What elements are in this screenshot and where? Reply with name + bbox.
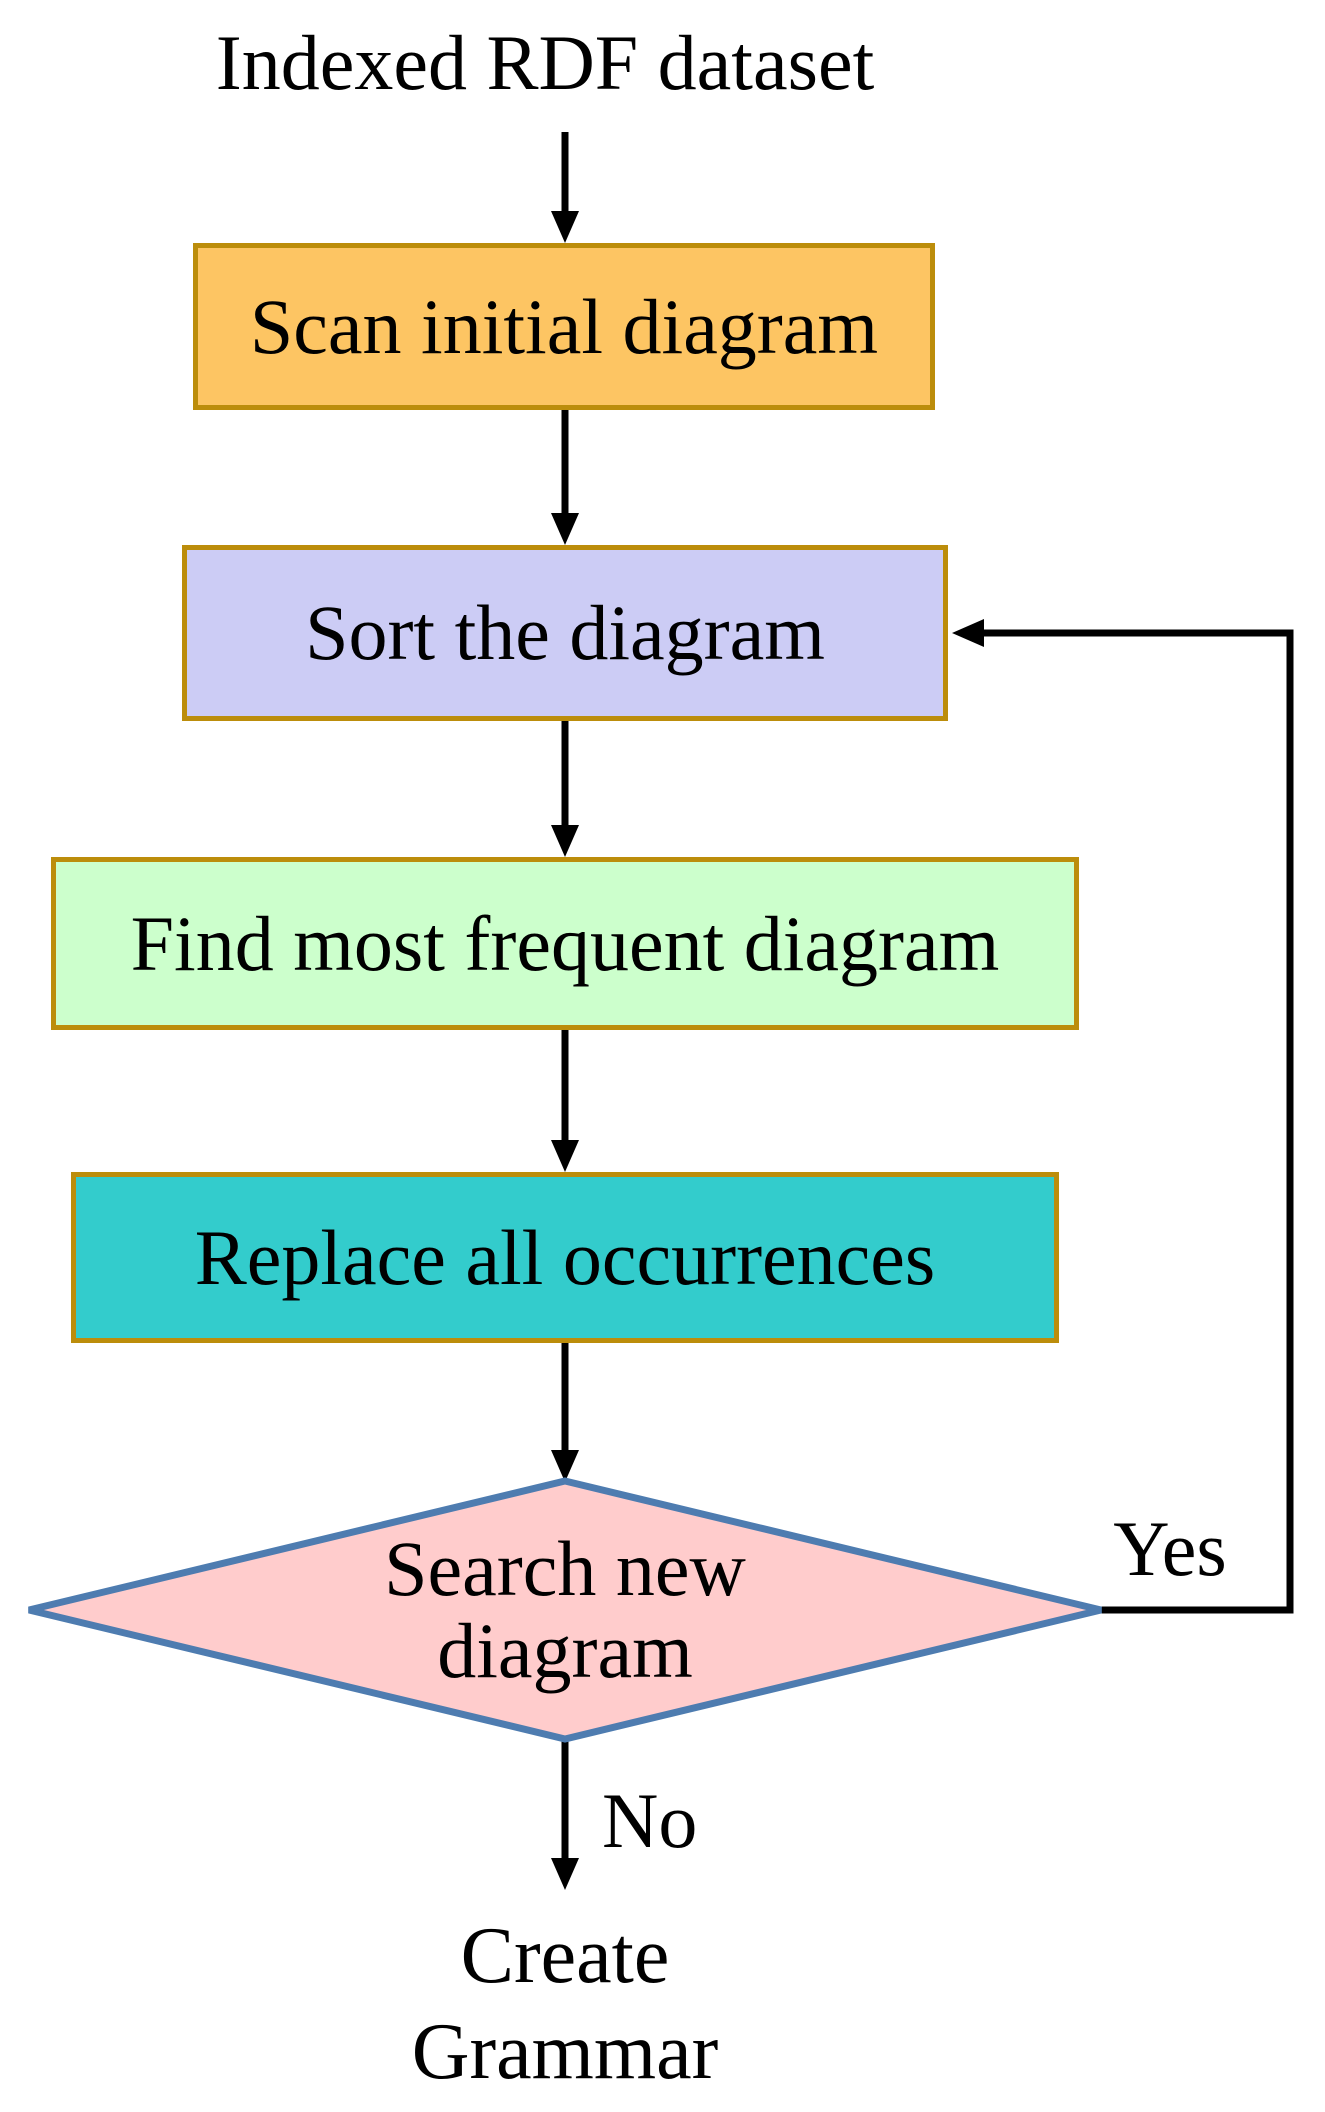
decision-label-line2: diagram: [437, 1607, 693, 1694]
arrowhead-left-icon: [952, 619, 984, 647]
node-replace-all-occurrences: Replace all occurrences: [71, 1172, 1059, 1343]
decision-diamond-shape: [28, 1477, 1102, 1743]
start-label: Indexed RDF dataset: [215, 19, 875, 106]
node-label: Sort the diagram: [305, 589, 825, 676]
node-label: Scan initial diagram: [249, 282, 879, 370]
branch-no-label: No: [602, 1777, 698, 1864]
node-search-new-diagram-decision: Search new diagram: [25, 1477, 1105, 1743]
node-label: Replace all occurrences: [194, 1213, 936, 1301]
branch-yes-label: Yes: [1113, 1505, 1227, 1592]
diamond-icon: [28, 1477, 1102, 1743]
arrowhead-down-icon: [551, 211, 579, 243]
decision-label: Search new diagram: [25, 1477, 1105, 1743]
arrow-scan-to-sort: [551, 410, 579, 545]
end-label: Create Grammar: [265, 1908, 865, 2100]
end-label-line2: Grammar: [411, 2008, 719, 2096]
decision-label-line1: Search new: [384, 1525, 746, 1613]
arrowhead-down-icon: [551, 513, 579, 545]
loop-shaft: [984, 629, 1294, 1614]
arrow-replace-to-decision: [551, 1343, 579, 1482]
node-sort-the-diagram: Sort the diagram: [182, 545, 948, 721]
arrow-decision-to-end: [551, 1739, 579, 1890]
node-find-most-frequent-diagram: Find most frequent diagram: [51, 857, 1079, 1030]
node-scan-initial-diagram: Scan initial diagram: [193, 243, 935, 410]
node-label: Find most frequent diagram: [130, 899, 1000, 987]
arrowhead-down-icon: [551, 825, 579, 857]
arrow-find-to-replace: [551, 1030, 579, 1172]
arrowhead-down-icon: [551, 1140, 579, 1172]
arrow-sort-to-find: [551, 721, 579, 857]
arrow-start-to-scan: [551, 132, 579, 243]
arrowhead-down-icon: [551, 1858, 579, 1890]
end-label-line1: Create: [460, 1912, 670, 2000]
loop-decision-to-sort: [952, 619, 1294, 1614]
